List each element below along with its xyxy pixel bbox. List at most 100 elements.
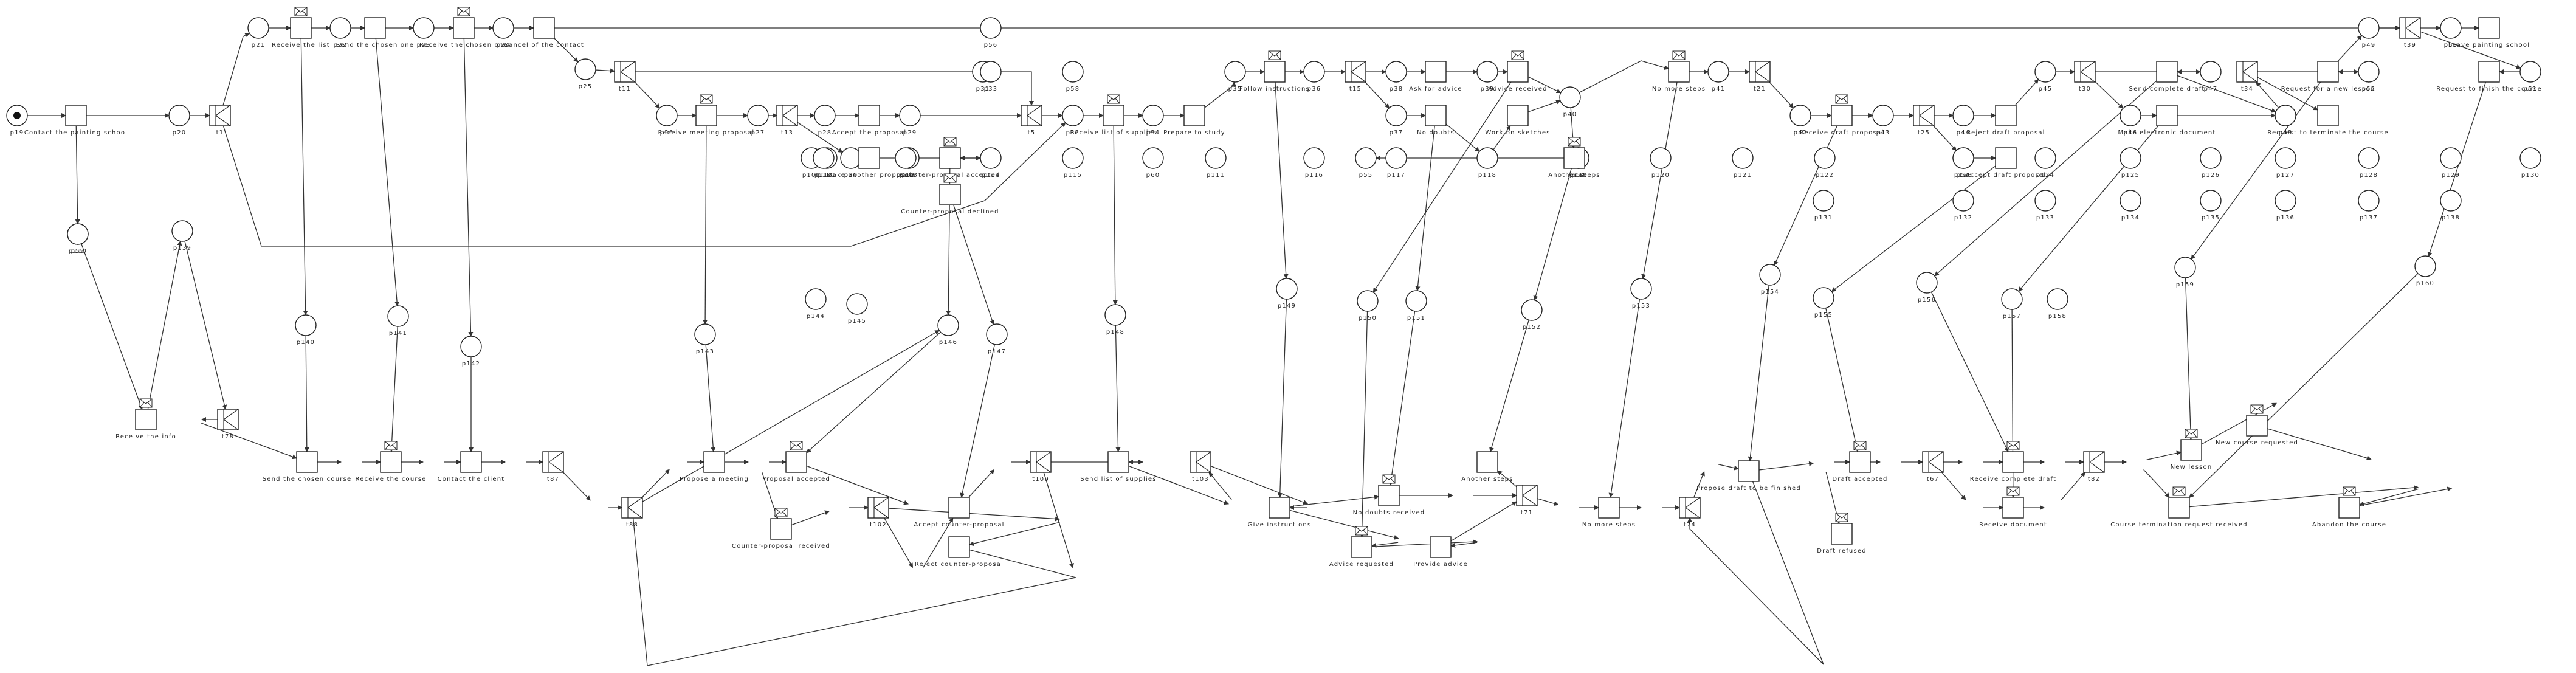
place-p22[interactable] (329, 17, 351, 39)
place-circle[interactable] (2120, 190, 2141, 212)
place-p117[interactable] (1385, 147, 1407, 169)
place-p29[interactable] (899, 105, 921, 126)
place-circle[interactable] (1872, 105, 1894, 126)
transition-proposal_accepted[interactable] (785, 441, 807, 473)
transition-box[interactable] (1831, 523, 1853, 545)
transition-t100[interactable] (1030, 451, 1052, 473)
place-p137[interactable] (2358, 190, 2380, 212)
place-circle[interactable] (387, 305, 409, 327)
place-p154[interactable] (1759, 264, 1781, 286)
transition-box[interactable] (1749, 61, 1771, 83)
transition-send_complete_draft[interactable] (2156, 61, 2178, 83)
transition-t39[interactable] (2399, 17, 2421, 39)
transition-box[interactable] (2156, 61, 2178, 83)
transition-box[interactable] (939, 147, 961, 169)
place-p144[interactable] (805, 288, 827, 310)
place-p132[interactable] (1952, 190, 1974, 212)
transition-course_termination[interactable] (2168, 486, 2190, 519)
place-circle[interactable] (2440, 17, 2462, 39)
place-circle[interactable] (980, 61, 1002, 83)
transition-box[interactable] (1476, 451, 1498, 473)
place-p25[interactable] (574, 58, 596, 80)
transition-reject_counter[interactable] (948, 536, 970, 558)
place-p124[interactable] (2034, 147, 2056, 169)
place-circle[interactable] (1385, 105, 1407, 126)
transition-t25[interactable] (1913, 105, 1935, 126)
place-p51[interactable] (2519, 61, 2541, 83)
place-circle[interactable] (67, 223, 89, 245)
transition-advice_received[interactable] (1507, 50, 1529, 83)
place-p56[interactable] (980, 17, 1002, 39)
place-circle[interactable] (2519, 61, 2541, 83)
transition-box[interactable] (533, 17, 555, 39)
place-circle[interactable] (1205, 147, 1227, 169)
transition-receive_meeting[interactable] (695, 94, 717, 126)
transition-box[interactable] (2083, 451, 2105, 473)
place-circle[interactable] (2120, 147, 2141, 169)
place-circle[interactable] (1916, 272, 1938, 294)
place-circle[interactable] (895, 147, 917, 169)
transition-contact[interactable] (65, 105, 87, 126)
transition-box[interactable] (1103, 105, 1124, 126)
transition-box[interactable] (948, 536, 970, 558)
place-circle[interactable] (295, 314, 317, 336)
transition-box[interactable] (2180, 439, 2202, 461)
place-p24[interactable] (492, 17, 514, 39)
transition-box[interactable] (2002, 497, 2024, 519)
place-p115[interactable] (1062, 147, 1084, 169)
transition-no_more_steps[interactable] (1598, 497, 1620, 519)
transition-t74[interactable] (1679, 497, 1701, 519)
transition-draft_accepted[interactable] (1849, 441, 1871, 473)
transition-box[interactable] (2002, 451, 2024, 473)
transition-box[interactable] (1563, 147, 1585, 169)
place-p141[interactable] (387, 305, 409, 327)
transition-t30[interactable] (2074, 61, 2096, 83)
place-p35[interactable] (1224, 61, 1246, 83)
place-p26[interactable] (656, 105, 678, 126)
place-circle[interactable] (1476, 61, 1498, 83)
transition-box[interactable] (460, 451, 482, 473)
place-circle[interactable] (492, 17, 514, 39)
place-circle[interactable] (1062, 147, 1084, 169)
transition-t13[interactable] (776, 105, 798, 126)
transition-receive_chosen[interactable] (453, 7, 475, 39)
place-circle[interactable] (171, 220, 193, 242)
transition-t1[interactable] (209, 105, 231, 126)
transition-follow_instructions[interactable] (1264, 50, 1286, 83)
transition-no_doubts[interactable] (1425, 105, 1447, 126)
place-p146[interactable] (937, 314, 959, 336)
transition-box[interactable] (135, 409, 157, 430)
place-p52[interactable] (2358, 61, 2380, 83)
place-p149[interactable] (1276, 278, 1298, 300)
place-circle[interactable] (899, 105, 921, 126)
place-circle[interactable] (413, 17, 435, 39)
transition-box[interactable] (1516, 485, 1538, 506)
transition-make_another[interactable] (858, 147, 880, 169)
place-circle[interactable] (2440, 190, 2462, 212)
transition-box[interactable] (1351, 536, 1372, 558)
place-circle[interactable] (2047, 288, 2068, 310)
place-p20[interactable] (168, 105, 190, 126)
place-p134[interactable] (2120, 190, 2141, 212)
transition-send_list_supplies[interactable] (1107, 451, 1129, 473)
transition-box[interactable] (867, 497, 889, 519)
place-p135[interactable] (2200, 190, 2222, 212)
transition-t88[interactable] (621, 497, 643, 519)
place-circle[interactable] (656, 105, 678, 126)
transition-give_instructions[interactable] (1269, 497, 1290, 519)
place-circle[interactable] (2358, 147, 2380, 169)
place-circle[interactable] (1355, 147, 1377, 169)
transition-t87[interactable] (542, 451, 564, 473)
place-p37[interactable] (1385, 105, 1407, 126)
place-p155[interactable] (1813, 287, 1834, 309)
transition-t21[interactable] (1749, 61, 1771, 83)
place-circle[interactable] (2034, 61, 2056, 83)
place-circle[interactable] (1630, 278, 1652, 300)
place-p41[interactable] (1707, 61, 1729, 83)
transition-no_doubts_received[interactable] (1378, 474, 1400, 506)
transition-box[interactable] (2074, 61, 2096, 83)
transition-send_chosen_course[interactable] (296, 451, 318, 473)
place-circle[interactable] (747, 105, 769, 126)
place-p48[interactable] (2275, 105, 2296, 126)
transition-t15[interactable] (1345, 61, 1366, 83)
